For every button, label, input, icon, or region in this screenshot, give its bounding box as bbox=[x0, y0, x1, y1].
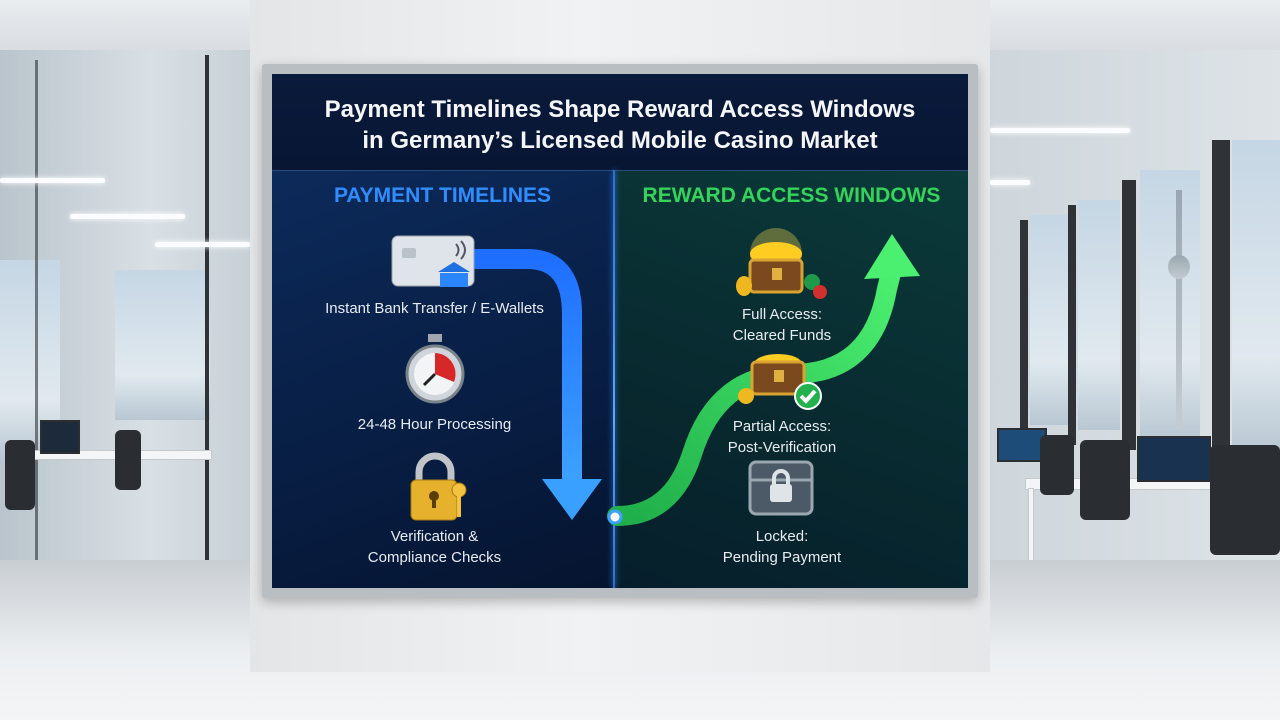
right-mullion bbox=[1020, 220, 1028, 450]
verification-label-line1: Verification & bbox=[390, 528, 479, 545]
ceiling-light bbox=[990, 128, 1130, 133]
flow-junction-dot bbox=[607, 509, 623, 525]
locked-line2: Pending Payment bbox=[722, 549, 842, 566]
stopwatch-icon bbox=[405, 334, 465, 404]
verification-label-line2: Compliance Checks bbox=[367, 549, 502, 566]
chair bbox=[5, 440, 35, 510]
reward-access-heading: REWARD ACCESS WINDOWS bbox=[642, 184, 941, 207]
right-window bbox=[1140, 170, 1200, 440]
chair bbox=[1210, 445, 1280, 555]
partial-access-line2: Post-Verification bbox=[727, 439, 837, 456]
treasure-chest-gold-icon bbox=[736, 228, 827, 299]
right-mullion bbox=[1212, 140, 1230, 460]
full-access-line1: Full Access: bbox=[741, 306, 823, 323]
left-mullion bbox=[205, 55, 209, 615]
partial-access-line1: Partial Access: bbox=[732, 418, 832, 435]
processing-label: 24-48 Hour Processing bbox=[357, 416, 512, 433]
ceiling-light bbox=[990, 180, 1030, 185]
vertical-divider bbox=[613, 170, 615, 588]
monitor bbox=[1137, 436, 1211, 482]
verification-label: Verification & Compliance Checks bbox=[292, 526, 577, 568]
chair bbox=[115, 430, 141, 490]
instant-transfer-label: Instant Bank Transfer / E-Wallets bbox=[325, 300, 544, 317]
chair bbox=[1040, 435, 1074, 495]
reward-arrow-head bbox=[864, 234, 920, 279]
locked-chest-icon bbox=[748, 460, 814, 516]
info-board: Payment Timelines Shape Reward Access Wi… bbox=[272, 74, 968, 588]
right-mullion bbox=[1122, 180, 1136, 450]
title-area bbox=[272, 74, 968, 170]
partial-access-label: Partial Access: Post-Verification bbox=[682, 416, 882, 458]
tv-tower bbox=[1176, 190, 1182, 430]
locked-line1: Locked: bbox=[755, 528, 809, 545]
right-window bbox=[1232, 140, 1280, 450]
ceiling-light bbox=[155, 242, 250, 247]
card-bank-icon bbox=[391, 235, 475, 287]
payment-flow-arrow bbox=[447, 249, 582, 494]
board-title-line2: in Germany’s Licensed Mobile Casino Mark… bbox=[362, 127, 878, 154]
reward-flow-arrow bbox=[607, 259, 902, 526]
payment-arrow-head bbox=[542, 479, 602, 520]
ceiling-light bbox=[70, 214, 185, 219]
treasure-chest-check-icon bbox=[738, 354, 822, 410]
monitor bbox=[40, 420, 80, 454]
full-access-label: Full Access: Cleared Funds bbox=[682, 304, 882, 346]
horizontal-divider bbox=[272, 170, 968, 171]
payment-timelines-heading: PAYMENT TIMELINES bbox=[333, 184, 552, 207]
left-window bbox=[115, 270, 210, 420]
right-window bbox=[1030, 215, 1068, 425]
tv-tower-sphere bbox=[1168, 255, 1190, 279]
flow-arrows bbox=[447, 234, 920, 526]
left-mullion bbox=[35, 60, 38, 590]
board-title: Payment Timelines Shape Reward Access Wi… bbox=[272, 94, 968, 156]
chair bbox=[1080, 440, 1130, 520]
right-mullion bbox=[1068, 205, 1076, 445]
full-access-line2: Cleared Funds bbox=[732, 327, 832, 344]
board-title-line1: Payment Timelines Shape Reward Access Wi… bbox=[324, 96, 916, 123]
locked-label: Locked: Pending Payment bbox=[682, 526, 882, 568]
ceiling-light bbox=[0, 178, 105, 183]
right-window bbox=[1078, 200, 1120, 430]
padlock-key-icon bbox=[410, 452, 467, 521]
